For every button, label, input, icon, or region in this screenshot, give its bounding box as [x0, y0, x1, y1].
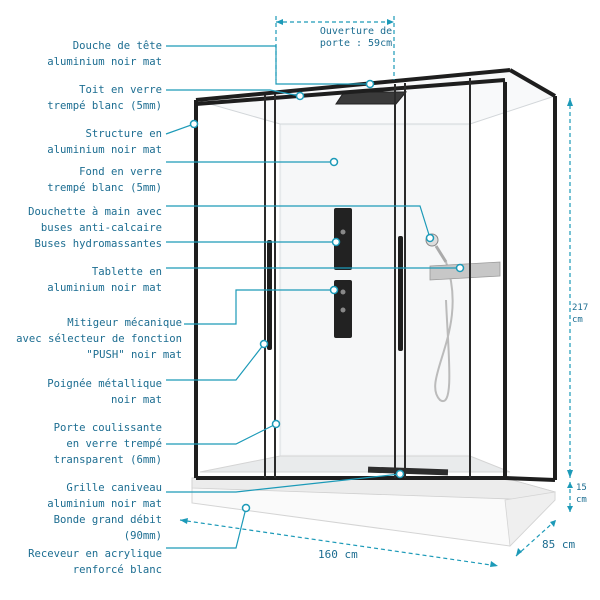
label-frame-structure: Structure en aluminium noir mat	[47, 128, 162, 156]
label-mixer-valve: Mitigeur mécanique avec sélecteur de fon…	[16, 317, 182, 361]
width-dimension: 160 cm	[318, 548, 358, 561]
label-door-handle: Poignée métallique noir mat	[47, 378, 162, 406]
shelf	[429, 261, 501, 281]
label-hydromassage-jets: Buses hydromassantes	[34, 238, 162, 250]
back-wall	[195, 69, 557, 457]
door-opening-dimension: Ouverture de porte : 59cm	[319, 26, 393, 49]
callout-dots	[189, 79, 465, 513]
label-glass-roof: Toit en verre trempé blanc (5mm)	[47, 84, 162, 112]
label-sliding-door: Porte coulissante en verre trempé transp…	[53, 422, 162, 466]
height-dimension: 217 cm	[572, 303, 589, 325]
dimension-arrows	[179, 16, 571, 567]
dimension-arrowheads	[180, 19, 573, 567]
aluminium-frame	[194, 68, 557, 482]
callout-lines	[165, 45, 460, 549]
drain-grille	[367, 466, 449, 476]
sliding-doors	[264, 78, 471, 478]
label-hand-shower: Douchette à main avec buses anti-calcair…	[28, 206, 162, 234]
label-drain-grille: Grille caniveau aluminium noir mat Bonde…	[47, 482, 162, 542]
tray-height-dimension: 15 cm	[576, 483, 587, 505]
depth-dimension: 85 cm	[542, 538, 576, 551]
shower-tray	[191, 477, 557, 547]
label-shower-tray: Receveur en acrylique renforcé blanc	[28, 548, 162, 576]
label-rain-shower-head: Douche de tête aluminium noir mat	[47, 40, 162, 68]
door-handle-right	[398, 236, 403, 351]
shower-column	[334, 208, 352, 338]
label-shelf: Tablette en aluminium noir mat	[47, 266, 162, 294]
door-handle-left	[267, 240, 272, 350]
shower-floor	[199, 455, 511, 473]
label-back-glass: Fond en verre trempé blanc (5mm)	[47, 166, 162, 194]
